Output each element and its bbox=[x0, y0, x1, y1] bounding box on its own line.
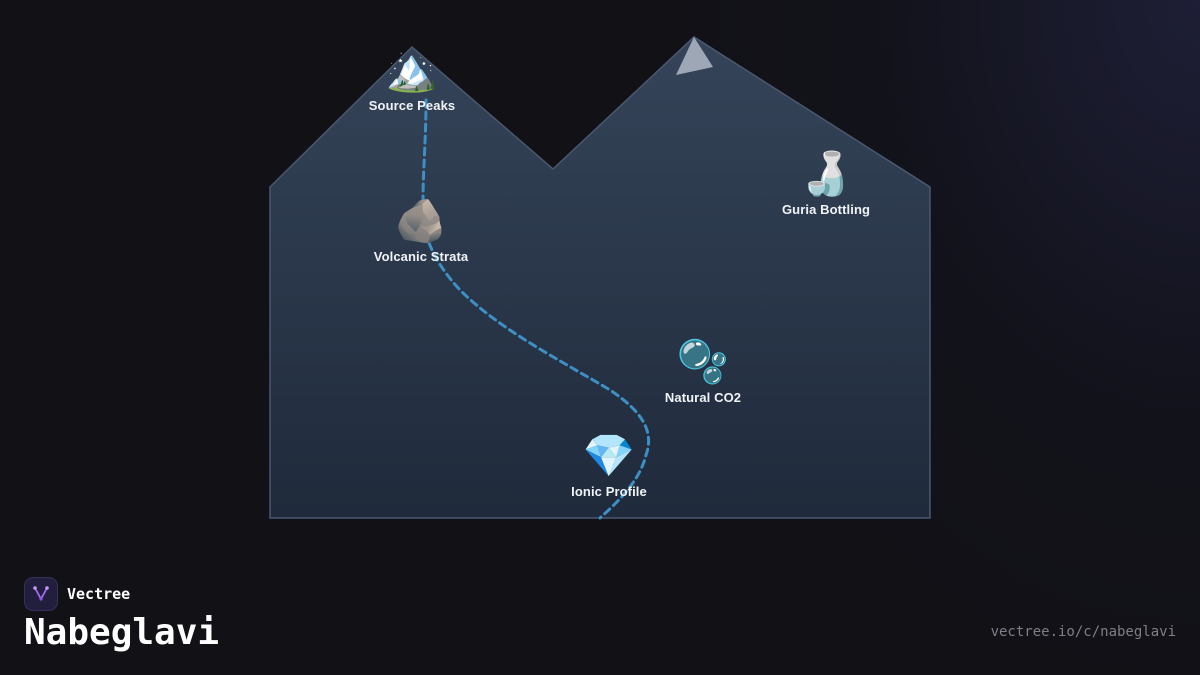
mountain-icon: 🏔️ bbox=[385, 45, 439, 94]
mountain-shape bbox=[269, 36, 931, 519]
node-label: Natural CO2 bbox=[664, 390, 742, 405]
node-label: Ionic Profile bbox=[571, 484, 647, 499]
gem-icon: 💎 bbox=[582, 431, 636, 480]
node-source-peaks: 🏔️ Source Peaks bbox=[368, 45, 456, 114]
snow-cap bbox=[676, 37, 713, 75]
node-label: Volcanic Strata bbox=[373, 249, 469, 264]
rock-icon: 🪨 bbox=[394, 196, 448, 245]
water-flow-path bbox=[421, 98, 651, 520]
bottle-icon: 🍶 bbox=[799, 149, 853, 198]
vectree-logo-icon bbox=[24, 577, 58, 611]
node-ionic-profile: 💎 Ionic Profile bbox=[571, 431, 647, 500]
node-label: Guria Bottling bbox=[781, 202, 871, 217]
node-natural-co2: 🫧 Natural CO2 bbox=[664, 337, 742, 406]
node-volcanic-strata: 🪨 Volcanic Strata bbox=[373, 196, 469, 265]
node-label: Source Peaks bbox=[368, 98, 456, 113]
brand[interactable]: Vectree bbox=[24, 577, 130, 611]
page-title: Nabeglavi bbox=[24, 612, 220, 653]
bubbles-icon: 🫧 bbox=[676, 337, 730, 386]
brand-name: Vectree bbox=[67, 585, 131, 603]
page-url[interactable]: vectree.io/c/nabeglavi bbox=[990, 624, 1176, 640]
node-guria-bottling: 🍶 Guria Bottling bbox=[781, 149, 871, 218]
